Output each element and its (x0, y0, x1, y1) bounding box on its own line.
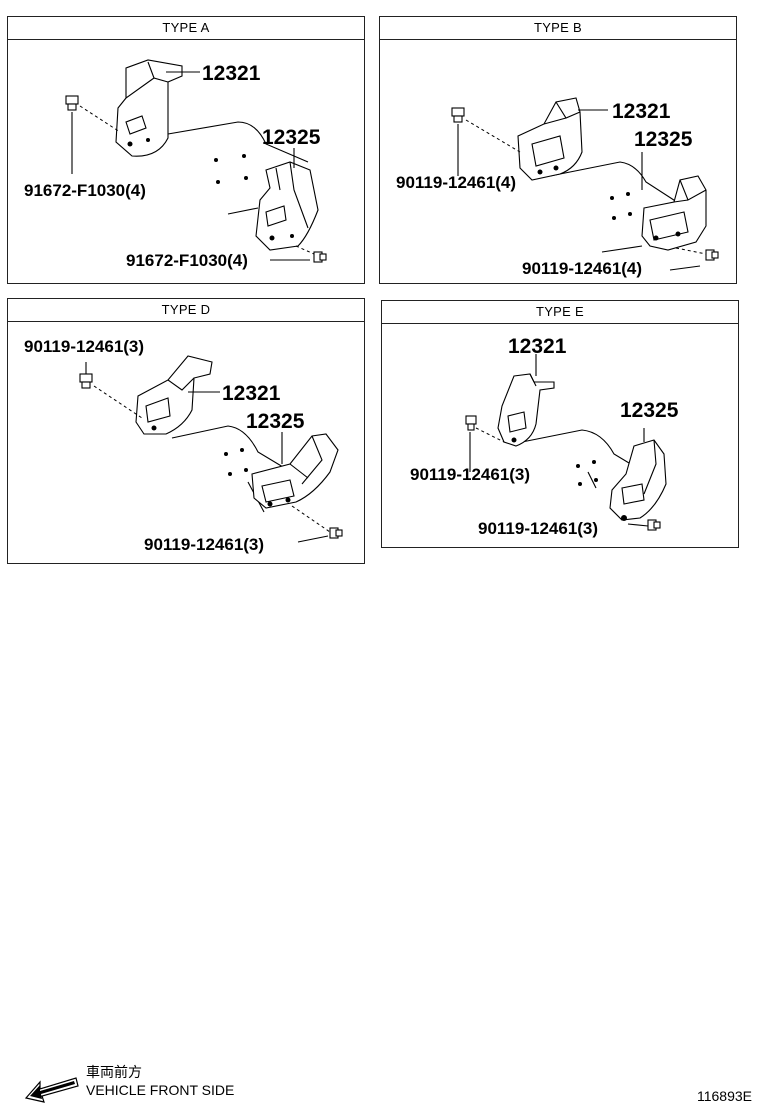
panel-type-d: TYPE D 12321 12325 90119-12461(3) (7, 298, 365, 564)
engine-holes (214, 154, 248, 184)
bracket-12321 (497, 373, 555, 447)
bolt-number-upper: 90119-12461(3) (410, 465, 530, 484)
engine-outline (167, 121, 309, 163)
bracket-12321 (135, 355, 213, 435)
part-number-12321: 12321 (612, 100, 671, 123)
bracket-12325 (609, 439, 667, 521)
panel-title: TYPE D (8, 299, 364, 322)
bracket-12325 (255, 161, 319, 251)
bolt-lower-icon (647, 519, 661, 531)
bracket-12325 (641, 175, 707, 251)
vehicle-front-label-en: VEHICLE FRONT SIDE (86, 1082, 235, 1098)
bolt-number-lower: 91672-F1030(4) (126, 251, 248, 270)
engine-holes (224, 448, 248, 476)
figure-id: 116893E (696, 1088, 752, 1104)
bracket-12325 (251, 433, 339, 509)
panel-title: TYPE A (8, 17, 364, 40)
bolt-lower-icon (329, 527, 343, 539)
vehicle-front-arrow-icon (24, 1077, 79, 1103)
engine-outline (601, 245, 643, 253)
engine-outline (587, 471, 597, 489)
diagram-type-a: 12321 12325 91672-F1030(4) 91672-F1030(4… (24, 59, 327, 270)
diagram-type-e: 12321 12325 90119-12461(3) 90119-12461(3… (410, 335, 679, 538)
bolt-number-lower: 90119-12461(3) (478, 519, 598, 538)
panel-title: TYPE B (380, 17, 736, 40)
engine-outline (171, 425, 289, 471)
part-number-12321: 12321 (202, 62, 261, 85)
bracket-12321 (115, 59, 183, 157)
part-number-12325: 12325 (262, 126, 321, 149)
bolt-lower-icon (705, 249, 719, 261)
bolt-number-upper: 90119-12461(3) (24, 337, 144, 356)
part-number-12325: 12325 (620, 399, 679, 422)
diagram-type-b: 12321 12325 90119-12461(4) 90119-12461(4… (396, 97, 719, 278)
panel-title: TYPE E (382, 301, 738, 324)
bolt-upper-icon (65, 95, 79, 111)
bolt-upper-icon (465, 415, 477, 431)
bolt-upper-icon (451, 107, 465, 123)
engine-holes (576, 460, 598, 486)
part-number-12321: 12321 (508, 335, 567, 358)
engine-outline (521, 429, 635, 467)
bolt-lower-icon (313, 251, 327, 263)
bolt-number-upper: 91672-F1030(4) (24, 181, 146, 200)
diagram-type-d: 12321 12325 90119-12461(3) 90119-12461(3… (24, 337, 343, 554)
vehicle-front-label-jp: 車両前方 (86, 1065, 142, 1081)
bolt-number-lower: 90119-12461(4) (522, 259, 642, 278)
bolt-number-upper: 90119-12461(4) (396, 173, 516, 192)
bolt-upper-icon (79, 373, 93, 389)
engine-holes (610, 192, 632, 220)
panel-type-a: TYPE A 12321 12325 (7, 16, 365, 284)
part-number-12325: 12325 (634, 128, 693, 151)
panel-type-b: TYPE B 12321 12325 90119-12461(4) (379, 16, 737, 284)
engine-outline (227, 207, 259, 215)
panel-type-e: TYPE E 12321 12325 90119-12461(3) 901 (381, 300, 739, 548)
bolt-number-lower: 90119-12461(3) (144, 535, 264, 554)
part-number-12321: 12321 (222, 382, 281, 405)
part-number-12325: 12325 (246, 410, 305, 433)
engine-outline (549, 161, 681, 205)
